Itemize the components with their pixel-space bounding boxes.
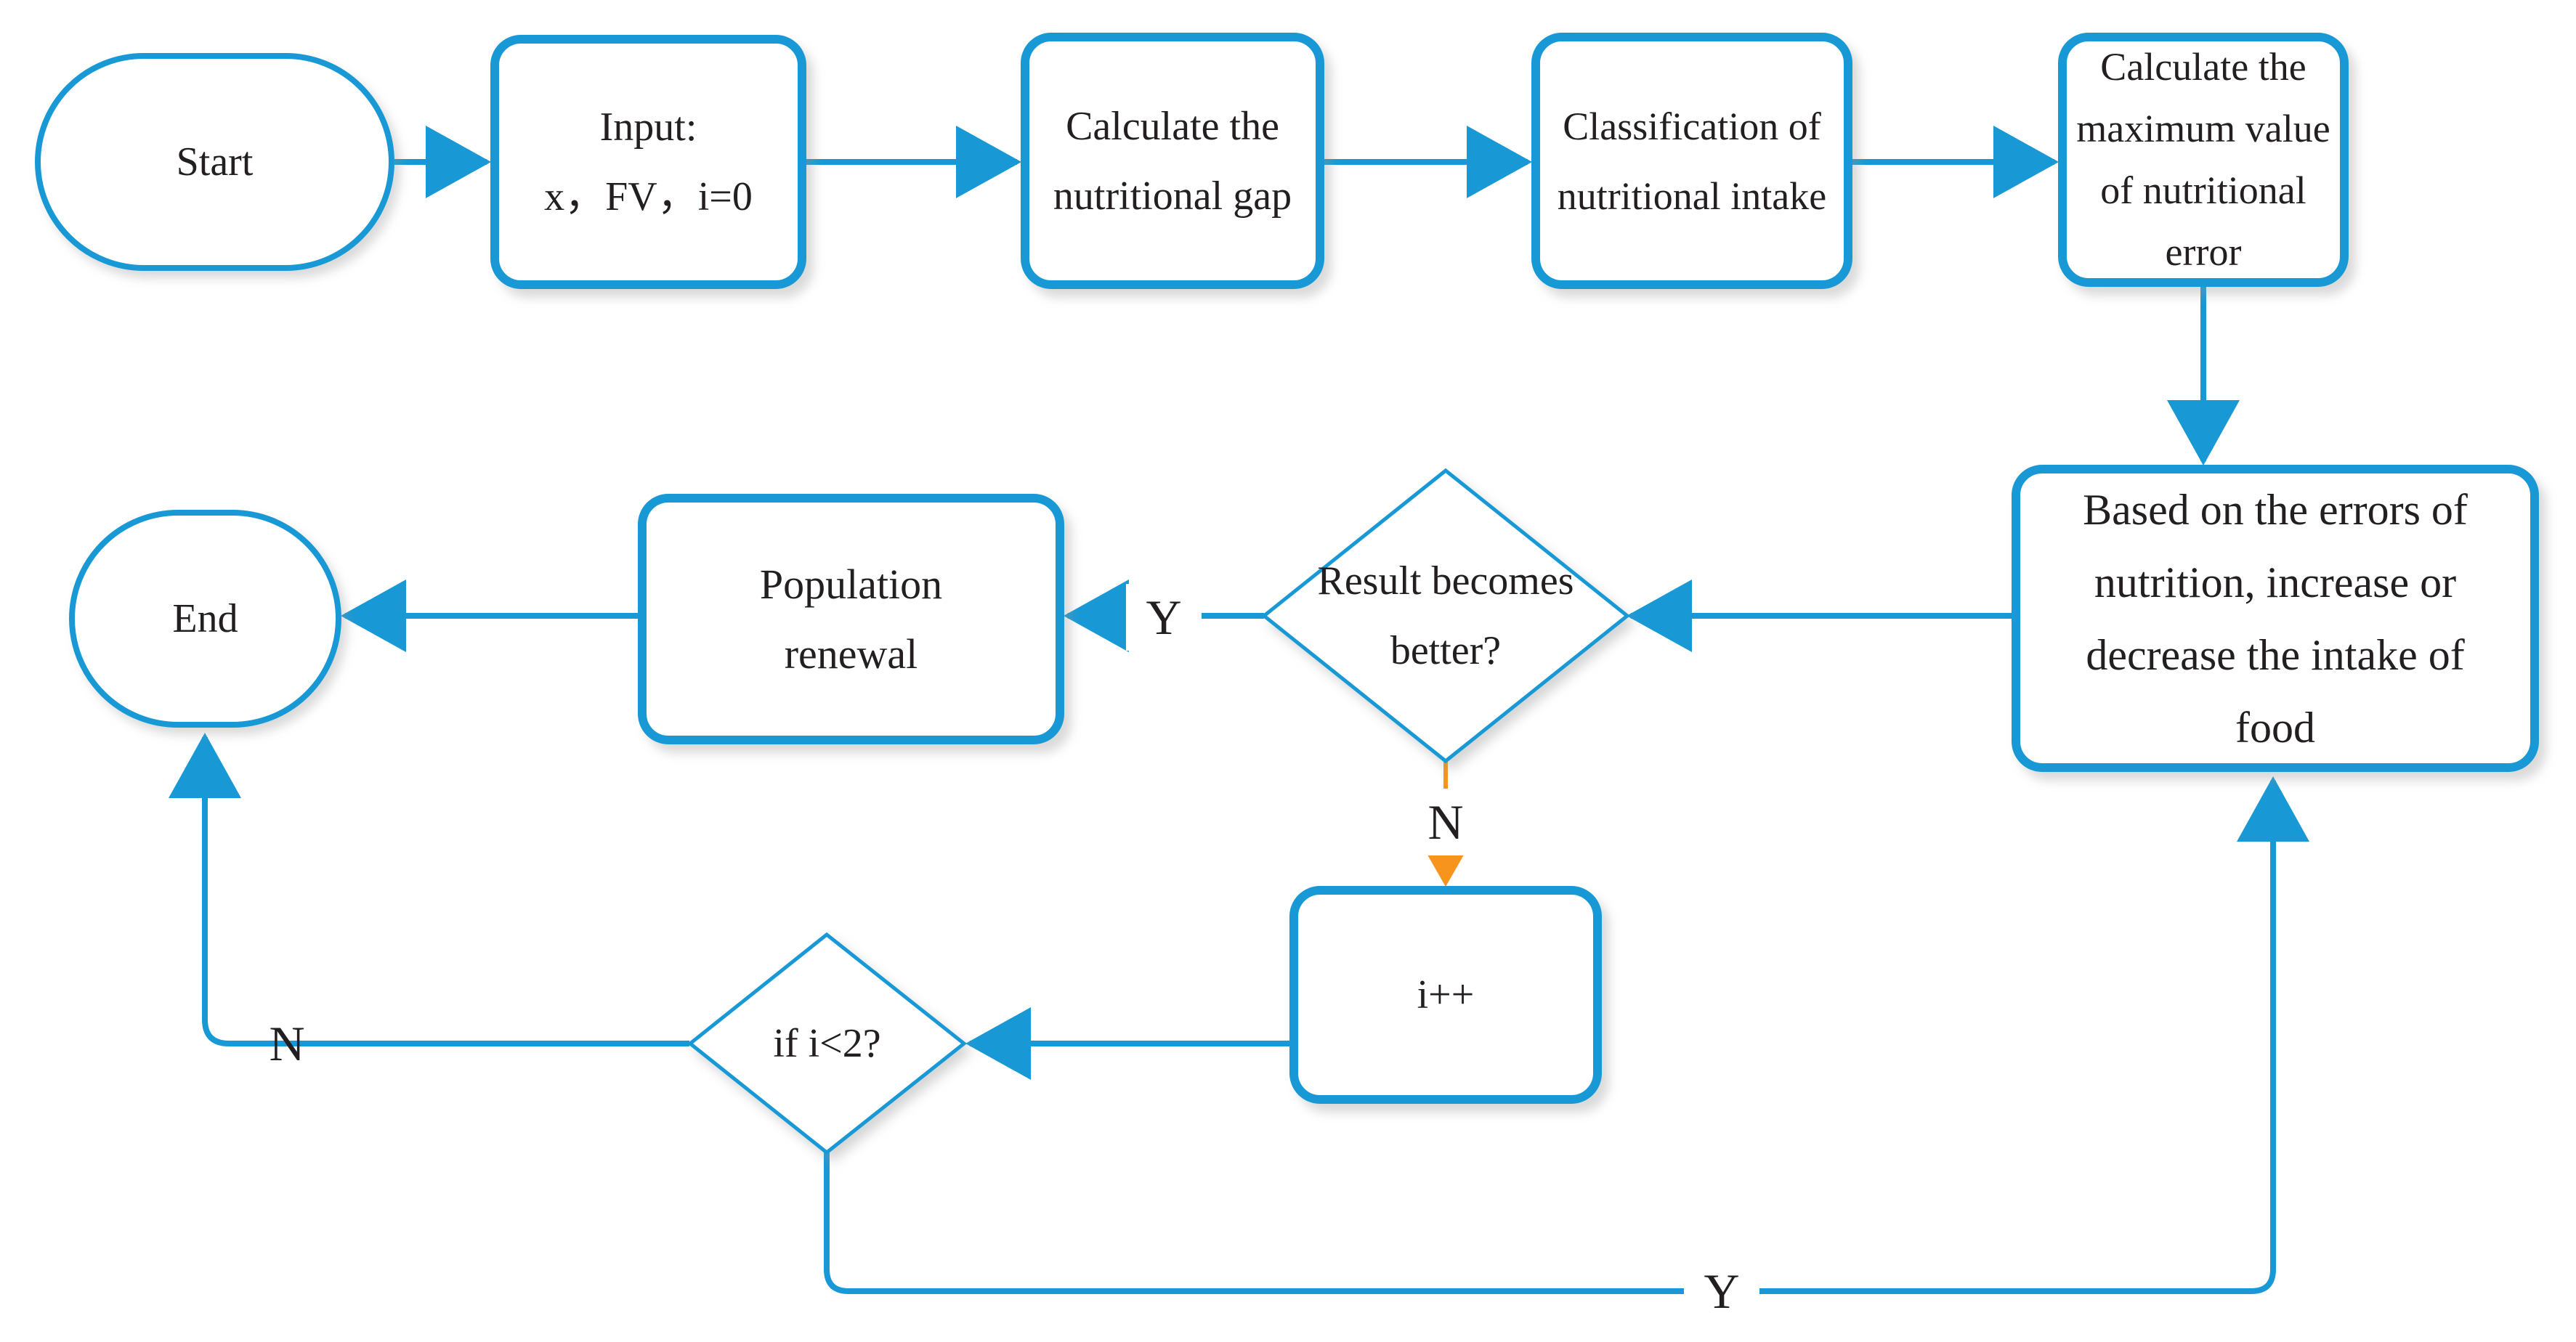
- edge-label-loop-yes: Y: [1684, 1258, 1759, 1325]
- node-increment: i++: [1289, 886, 1602, 1104]
- node-calc-gap: Calculate the nutritional gap: [1021, 33, 1324, 289]
- edge-label-result-yes: Y: [1126, 584, 1202, 651]
- node-increment-label: i++: [1417, 972, 1475, 1017]
- node-max-error: Calculate the maximum value of nutrition…: [2058, 33, 2349, 287]
- node-calc-gap-label: Calculate the nutritional gap: [1053, 103, 1292, 219]
- node-population-renewal-label: Population renewal: [759, 560, 943, 678]
- decision-diamond-result-better: [1260, 468, 1631, 764]
- node-classification-label: Classification of nutritional intake: [1557, 104, 1827, 218]
- node-loop-check-label: if i<2?: [773, 1021, 881, 1066]
- node-max-error-label: Calculate the maximum value of nutrition…: [2076, 45, 2330, 274]
- node-input: Input: x，FV，i=0: [490, 35, 806, 289]
- node-result-better-label: Result becomes better?: [1317, 558, 1574, 673]
- node-start-label: Start: [176, 139, 254, 184]
- edge-label-result-no: N: [1408, 789, 1483, 855]
- arrow-loop-yes-to-adjust: [824, 776, 2309, 1294]
- node-adjust-intake: Based on the errors of nutrition, increa…: [2012, 465, 2539, 772]
- node-start: Start: [35, 53, 394, 271]
- edge-label-loop-no: N: [269, 1016, 305, 1071]
- node-input-label: Input: x，FV，i=0: [544, 105, 753, 219]
- node-classification: Classification of nutritional intake: [1531, 33, 1852, 289]
- node-adjust-intake-label: Based on the errors of nutrition, increa…: [2083, 485, 2468, 752]
- node-end: End: [69, 510, 341, 728]
- node-end-label: End: [172, 596, 238, 641]
- decision-diamond-loop-check: [686, 932, 968, 1155]
- node-population-renewal: Population renewal: [638, 494, 1064, 744]
- arrow-loop-no-to-end: [169, 733, 689, 1046]
